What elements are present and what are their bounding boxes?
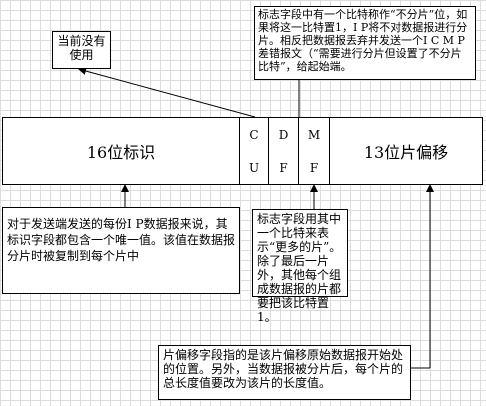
identifier-field: 16位标识 [2, 117, 240, 185]
offset-field: 13位片偏移 [329, 117, 483, 185]
unused-note-text: 当前没有使用 [57, 34, 106, 62]
offset-note-text: 片偏移字段指的是该片偏移原始数据报开始处的位置。另外，当数据报被分片后，每个片的… [163, 348, 404, 390]
mf-cell: M F [298, 117, 330, 185]
flag-top-note-text: 标志字段中有一个比特称作“不分片”位，如果将这一比特置1，I P将不对数据报进行… [258, 8, 468, 73]
df-cell: D F [268, 117, 299, 185]
bit0-top: C [249, 127, 259, 142]
bit0-cell: C U [239, 117, 269, 185]
identifier-note: 对于发送端发送的每份I P数据报来说，其标识字段都包含一个唯一值。该值在数据报分… [2, 207, 240, 294]
mf-top: M [307, 127, 321, 142]
flag-bottom-note: 标志字段用其中一个比特来表示“更多的片”。除了最后一片外，其他每个组成数据报的片… [252, 209, 348, 324]
mf-bottom: F [309, 160, 319, 175]
identifier-note-text: 对于发送端发送的每份I P数据报来说，其标识字段都包含一个唯一值。该值在数据报分… [7, 217, 236, 263]
offset-label: 13位片偏移 [363, 143, 449, 162]
offset-note: 片偏移字段指的是该片偏移原始数据报开始处的位置。另外，当数据报被分片后，每个片的… [158, 345, 411, 400]
arrow-to-unused-note [78, 67, 256, 118]
identifier-label: 16位标识 [86, 143, 156, 162]
flag-top-note: 标志字段中有一个比特称作“不分片”位，如果将这一比特置1，I P将不对数据报进行… [254, 6, 476, 80]
df-bottom: F [279, 160, 288, 175]
unused-note: 当前没有使用 [52, 31, 111, 69]
bit0-bottom: U [248, 160, 260, 175]
df-top: D [278, 127, 289, 142]
flag-bottom-note-text: 标志字段用其中一个比特来表示“更多的片”。除了最后一片外，其他每个组成数据报的片… [257, 212, 342, 324]
